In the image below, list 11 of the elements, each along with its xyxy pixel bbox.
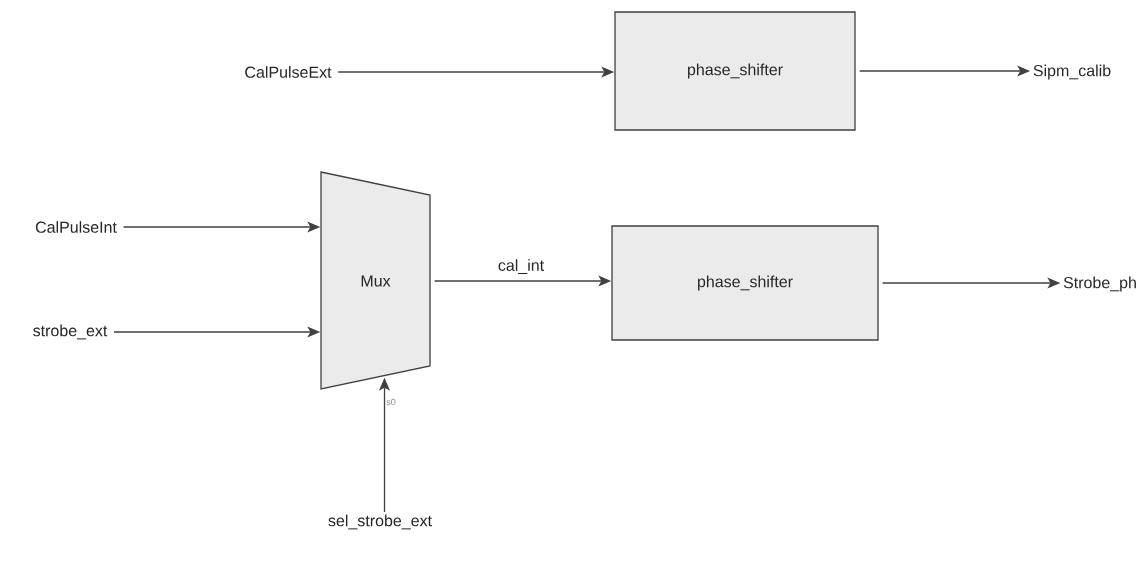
process-box: phase_shifter [614,11,856,131]
signal-label: Sipm_calib [1033,64,1111,80]
edge-label: cal_int [498,259,544,274]
port-label: s0 [386,398,396,406]
signal-label: Strobe_ph [1063,276,1136,292]
signal-label: CalPulseInt [35,221,117,233]
signal-label: CalPulseExt [245,66,332,78]
signal-label: sel_strobe_ext [328,514,432,530]
multiplexer-trapezoid: Mux [320,171,431,390]
process-box: phase_shifter [611,225,879,341]
signal-label: strobe_ext [33,324,108,340]
